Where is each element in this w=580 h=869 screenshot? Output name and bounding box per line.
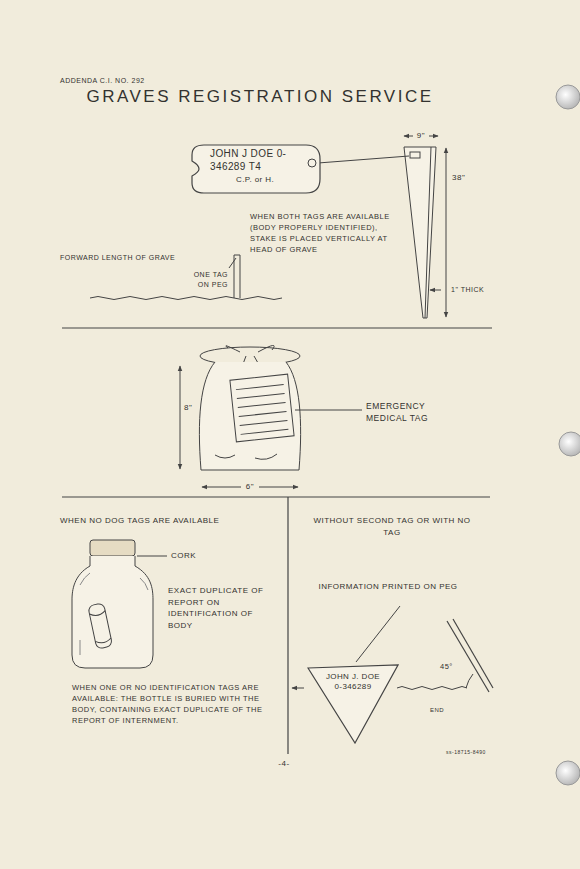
dimension: 1" THICK xyxy=(451,285,511,295)
note: END xyxy=(430,706,454,715)
callout: CORK xyxy=(171,550,211,562)
grave-peg-outline xyxy=(308,665,398,743)
section-rule xyxy=(62,327,492,328)
dimension-line xyxy=(180,366,181,469)
medical-tag xyxy=(230,374,294,442)
dimension: 6" xyxy=(241,481,259,493)
stake-edge xyxy=(425,147,431,318)
punch-hole xyxy=(559,432,580,456)
tag-peg xyxy=(234,255,240,256)
page-number: -4- xyxy=(272,758,296,770)
page-title: GRAVES REGISTRATION SERVICE xyxy=(60,86,460,108)
callout: EMERGENCY MEDICAL TAG xyxy=(366,400,456,425)
leader-line xyxy=(137,556,167,557)
punch-hole xyxy=(556,761,580,785)
angle-label: 45° xyxy=(440,662,464,673)
dimension: 38" xyxy=(452,172,478,184)
callout: INFORMATION PRINTED ON PEG xyxy=(318,581,458,593)
dimension: 8" xyxy=(184,402,198,414)
angle-arc xyxy=(466,674,473,688)
leader-line xyxy=(430,290,441,291)
direction-arrow xyxy=(292,688,304,689)
rolled-report xyxy=(88,603,113,649)
section-rule xyxy=(62,496,490,497)
ground-line xyxy=(90,297,282,300)
form-number: ADDENDA C.I. NO. 292 xyxy=(60,76,190,86)
grave-stake xyxy=(404,147,436,318)
leader-line xyxy=(318,156,409,163)
tag-text: JOHN J DOE 0-346289 T4 xyxy=(210,148,300,173)
dog-tag: JOHN J DOE 0-346289 T4 C.P. or H. xyxy=(190,143,322,195)
bottle-outline xyxy=(72,556,153,668)
punch-hole xyxy=(556,85,580,109)
angled-stake xyxy=(453,619,493,688)
bag-outline xyxy=(199,362,300,470)
form-number: ss-18715-8490 xyxy=(446,749,506,756)
note: WHEN BOTH TAGS ARE AVAILABLE (BODY PROPE… xyxy=(250,212,400,256)
leader-line xyxy=(295,410,362,411)
bottle-cork xyxy=(90,540,135,556)
tag-hole xyxy=(308,159,316,167)
note: FORWARD LENGTH OF GRAVE xyxy=(60,253,185,263)
callout: ONE TAG ON PEG xyxy=(188,270,228,290)
section-rule xyxy=(287,497,288,754)
callout: EXACT DUPLICATE OF REPORT ON IDENTIFICAT… xyxy=(168,585,280,631)
note: WHEN ONE OR NO IDENTIFICATION TAGS ARE A… xyxy=(72,683,284,727)
bag-fold xyxy=(215,454,277,459)
dimension: 9" xyxy=(413,130,429,142)
dog-tag-outline xyxy=(192,145,320,193)
tag-text: JOHN J. DOE 0-346289 xyxy=(323,672,383,692)
leader-line xyxy=(229,258,236,268)
angled-stake xyxy=(447,621,489,692)
ground-line xyxy=(397,687,467,690)
dimension-line xyxy=(446,148,447,317)
leader-line xyxy=(356,606,400,662)
heading: WITHOUT SECOND TAG OR WITH NO TAG xyxy=(306,515,478,538)
tag-peg xyxy=(240,255,241,298)
heading: WHEN NO DOG TAGS ARE AVAILABLE xyxy=(60,515,280,527)
tag-subtext: C.P. or H. xyxy=(210,175,300,185)
grave-peg: JOHN J. DOE 0-346289 xyxy=(307,664,399,744)
stake-tag-slot xyxy=(410,152,420,158)
glass-highlight xyxy=(80,573,148,655)
